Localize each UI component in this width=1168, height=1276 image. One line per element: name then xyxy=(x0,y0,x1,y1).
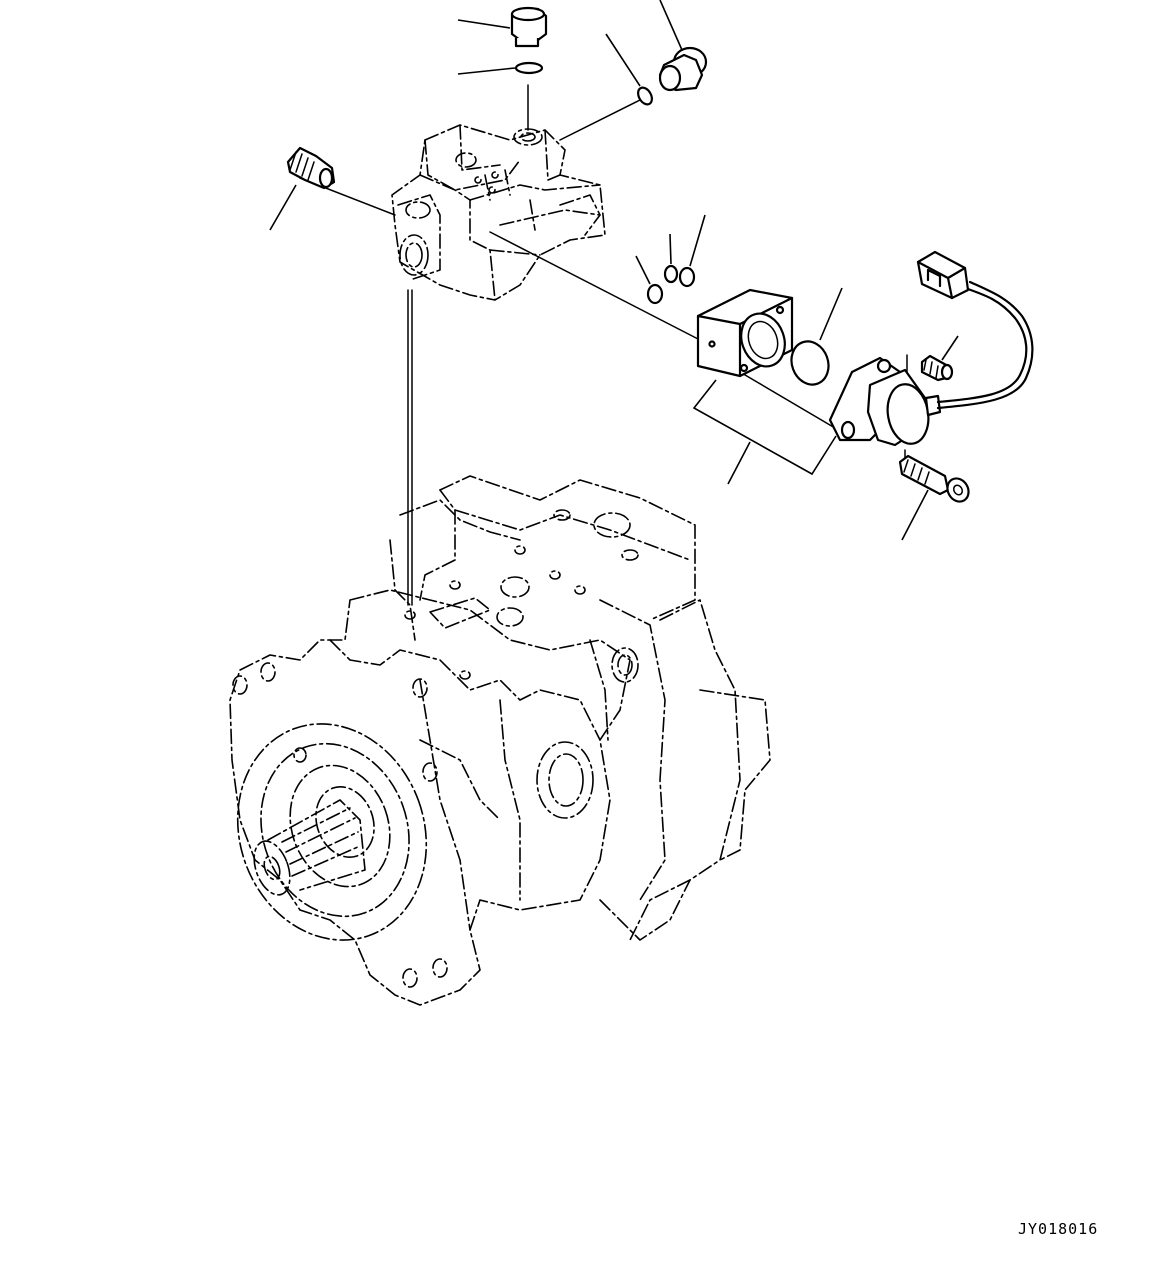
wire-harness-part xyxy=(936,280,1034,410)
o-ring-part xyxy=(663,264,679,284)
leader-lines xyxy=(269,0,959,541)
o-ring-part xyxy=(637,86,653,106)
sensor-part xyxy=(286,146,336,190)
plug-part xyxy=(510,6,548,48)
hydraulic-pump-body xyxy=(229,475,771,1006)
adapter-block-part xyxy=(696,288,794,378)
screw-part xyxy=(920,354,954,382)
fitting-part xyxy=(658,46,708,92)
o-ring-part xyxy=(514,61,544,75)
o-ring-part xyxy=(678,266,696,288)
o-ring-part xyxy=(790,340,830,386)
o-ring-part xyxy=(646,283,664,305)
regulator-valve xyxy=(391,124,606,301)
bolt-part xyxy=(898,454,970,503)
drawing-code: JY018016 xyxy=(1018,1220,1099,1238)
connector-part xyxy=(916,250,970,300)
solenoid-valve-part xyxy=(828,356,942,447)
